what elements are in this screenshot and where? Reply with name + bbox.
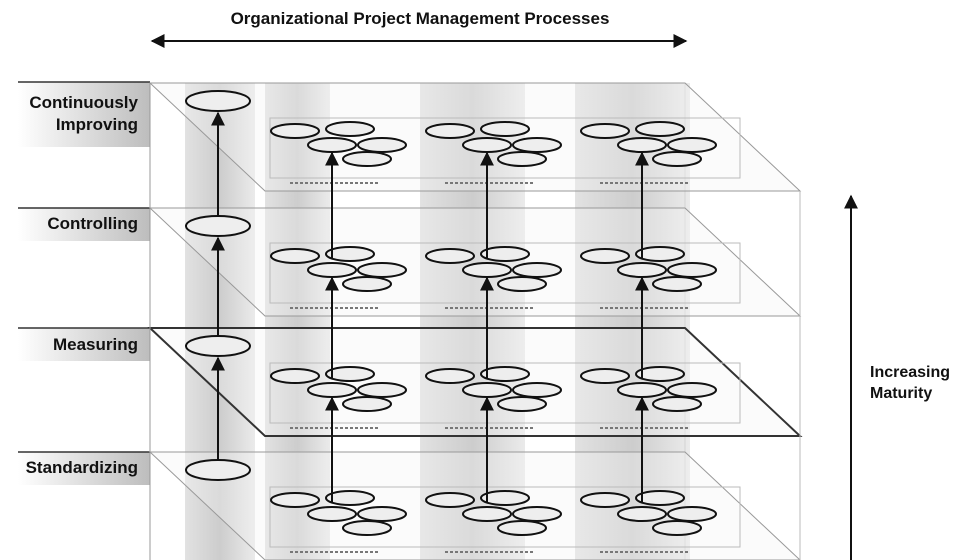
strategic-planning-ellipse — [185, 335, 251, 357]
process-ellipse — [270, 123, 320, 139]
process-ellipse — [357, 382, 407, 398]
shadow-column — [265, 83, 330, 560]
process-ellipse — [307, 262, 357, 278]
process-ellipse — [652, 276, 702, 292]
process-ellipse — [480, 366, 530, 382]
process-ellipse — [652, 520, 702, 536]
maturity-label: Increasing Maturity — [870, 362, 975, 404]
process-network — [269, 242, 741, 304]
process-ellipse — [462, 262, 512, 278]
process-ellipse — [667, 262, 717, 278]
shadow-column — [575, 83, 690, 560]
process-ellipse — [357, 137, 407, 153]
process-ellipse — [635, 246, 685, 262]
process-network — [269, 362, 741, 424]
level-label-standardizing: Standardizing — [0, 457, 150, 479]
process-ellipse — [512, 137, 562, 153]
level-plane — [148, 451, 801, 560]
process-ellipse — [342, 520, 392, 536]
process-ellipse — [497, 151, 547, 167]
process-ellipse — [580, 368, 630, 384]
level-label-line1: Continuously — [29, 93, 138, 112]
level-label-controlling: Controlling — [0, 213, 150, 235]
process-ellipse — [635, 121, 685, 137]
process-ellipse — [512, 506, 562, 522]
process-ellipse — [667, 382, 717, 398]
process-ellipse — [480, 121, 530, 137]
process-ellipse — [307, 506, 357, 522]
process-ellipse — [617, 262, 667, 278]
strategic-planning-ellipse — [185, 90, 251, 112]
process-ellipse — [270, 492, 320, 508]
process-ellipse — [667, 506, 717, 522]
level-label-line1: Measuring — [52, 335, 138, 354]
process-ellipse — [342, 396, 392, 412]
process-ellipse — [270, 248, 320, 264]
process-ellipse — [635, 366, 685, 382]
process-ellipse — [512, 382, 562, 398]
process-ellipse — [617, 382, 667, 398]
process-ellipse — [342, 151, 392, 167]
process-ellipse — [512, 262, 562, 278]
process-ellipse — [617, 506, 667, 522]
process-ellipse — [480, 246, 530, 262]
maturity-label-line1: Increasing — [870, 364, 951, 381]
shadow-column — [420, 83, 525, 560]
process-ellipse — [462, 506, 512, 522]
process-ellipse — [497, 396, 547, 412]
process-ellipse — [580, 123, 630, 139]
process-ellipse — [307, 382, 357, 398]
process-network — [269, 117, 741, 179]
process-ellipse — [325, 121, 375, 137]
process-ellipse — [652, 396, 702, 412]
strategic-planning-ellipse — [185, 215, 251, 237]
process-ellipse — [425, 123, 475, 139]
process-ellipse — [667, 137, 717, 153]
process-ellipse — [425, 248, 475, 264]
level-label-line2: Improving — [55, 115, 138, 134]
process-ellipse — [342, 276, 392, 292]
shadow-column — [185, 83, 255, 560]
process-ellipse — [617, 137, 667, 153]
process-ellipse — [325, 490, 375, 506]
process-ellipse — [652, 151, 702, 167]
cube-planes — [147, 82, 803, 560]
level-label-line1: Controlling — [47, 214, 138, 233]
process-ellipse — [357, 506, 407, 522]
process-ellipse — [462, 137, 512, 153]
process-ellipse — [325, 246, 375, 262]
maturity-label-line2: Maturity — [870, 385, 933, 402]
diagram-title: Organizational Project Management Proces… — [230, 9, 610, 28]
process-ellipse — [580, 492, 630, 508]
level-label-measuring: Measuring — [0, 334, 150, 356]
level-label-continuously-improving: Continuously Improving — [0, 92, 150, 136]
process-ellipse — [425, 368, 475, 384]
process-ellipse — [497, 276, 547, 292]
process-network — [269, 486, 741, 548]
process-ellipse — [357, 262, 407, 278]
process-ellipse — [497, 520, 547, 536]
process-ellipse — [307, 137, 357, 153]
process-ellipse — [325, 366, 375, 382]
strategic-planning-ellipse — [185, 459, 251, 481]
process-ellipse — [580, 248, 630, 264]
level-label-line1: Standardizing — [25, 458, 138, 477]
process-ellipse — [635, 490, 685, 506]
process-ellipse — [425, 492, 475, 508]
level-label-bars — [18, 81, 150, 485]
process-ellipse — [270, 368, 320, 384]
process-ellipse — [462, 382, 512, 398]
process-ellipse — [480, 490, 530, 506]
